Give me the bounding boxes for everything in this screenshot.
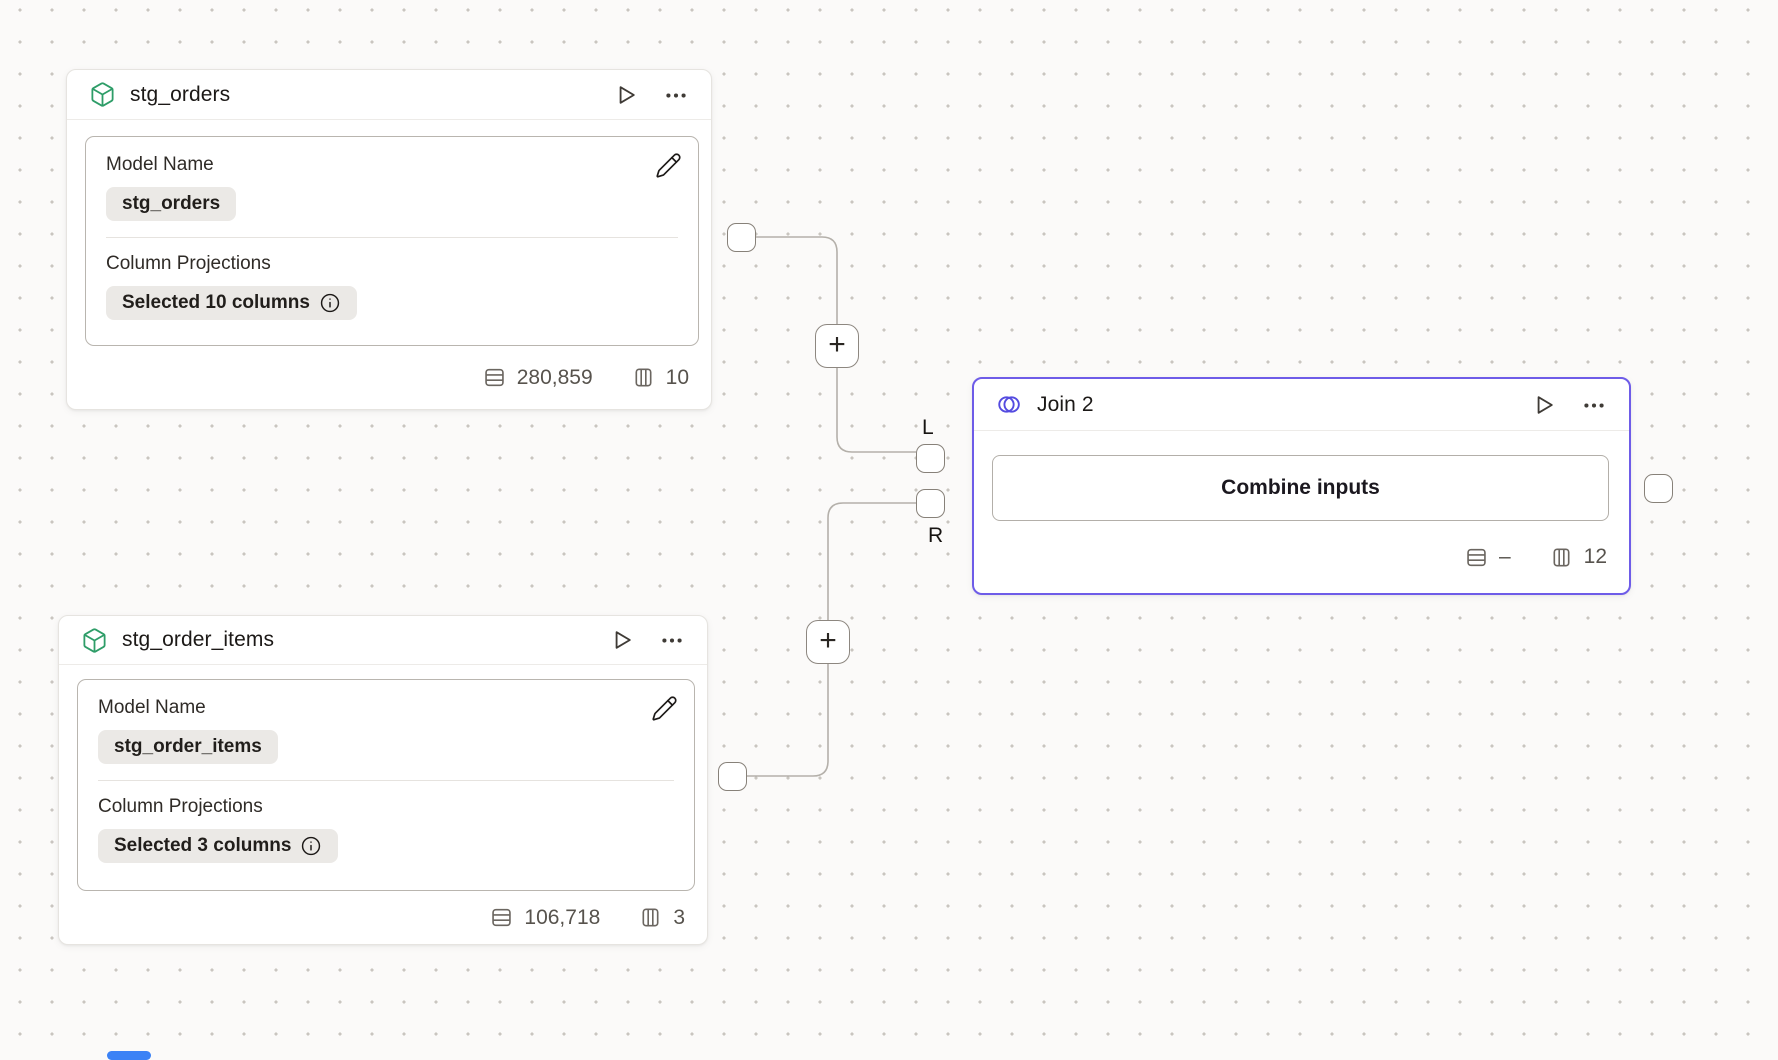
column-count-value: 3 [673,905,685,929]
output-port-stg-orders[interactable] [727,223,756,252]
row-count-icon [483,366,506,389]
column-count-icon [639,906,662,929]
model-name-value: stg_order_items [114,736,262,757]
model-cube-icon [81,627,108,654]
run-node-button[interactable] [1531,392,1557,418]
ellipsis-icon [662,638,667,643]
node-title: Join 2 [1037,392,1094,416]
node-menu-button[interactable] [663,82,689,108]
info-icon[interactable] [300,835,322,857]
node-config-card: Model Name stg_order_items Column Projec… [77,679,695,891]
node-header: stg_order_items [59,616,707,665]
join-output-port[interactable] [1644,474,1673,503]
node-stats-footer: 106,718 3 [59,891,707,944]
node-stats-footer: 280,859 10 [67,346,711,409]
node-stg-order-items[interactable]: stg_order_items Model Name stg_o [58,615,708,945]
row-count-icon [490,906,513,929]
column-projections-label: Column Projections [98,796,263,817]
edit-model-name-button[interactable] [651,695,678,725]
combine-inputs-button[interactable]: Combine inputs [992,455,1609,521]
output-port-stg-order-items[interactable] [718,762,747,791]
column-count-value: 12 [1583,545,1607,568]
column-projections-value: Selected 3 columns [114,835,292,856]
node-stats-footer: – 12 [974,521,1629,593]
ellipsis-icon [1584,402,1589,408]
add-node-on-edge-top-button[interactable]: + [815,324,859,368]
join-input-port-left[interactable] [916,444,945,473]
model-name-pill[interactable]: stg_order_items [98,730,278,764]
column-count-icon [1550,546,1573,569]
run-node-button[interactable] [609,627,635,653]
column-projections-pill[interactable]: Selected 10 columns [106,286,357,320]
info-icon[interactable] [319,292,341,314]
add-node-on-edge-bottom-button[interactable]: + [806,620,850,664]
ellipsis-icon [666,92,671,98]
play-icon [615,631,631,649]
model-cube-icon [89,81,116,108]
row-count-value: 106,718 [524,905,601,929]
model-name-label: Model Name [98,697,206,718]
model-name-pill[interactable]: stg_orders [106,187,237,221]
horizontal-scrollbar-thumb[interactable] [107,1051,151,1060]
row-count-value: 280,859 [516,365,593,389]
node-stg-orders[interactable]: stg_orders Model Name stg_orders [66,69,712,410]
row-count-value: – [1498,545,1511,568]
edit-model-name-button[interactable] [655,152,682,182]
join-right-port-label: R [928,524,944,547]
card-divider [106,237,678,238]
model-name-value: stg_orders [122,193,221,214]
node-header: Join 2 [974,379,1629,431]
column-count-icon [632,366,655,389]
join-venn-icon [996,391,1023,418]
pencil-icon [652,696,677,721]
card-divider [98,780,674,781]
column-count-value: 10 [665,365,689,389]
node-menu-button[interactable] [659,627,685,653]
node-menu-button[interactable] [1581,392,1607,418]
row-count-icon [1465,546,1488,569]
join-input-port-right[interactable] [916,489,945,518]
node-title: stg_order_items [122,628,275,651]
model-name-label: Model Name [106,154,214,175]
node-config-card: Model Name stg_orders Column Projections… [85,136,699,346]
node-title: stg_orders [130,82,231,106]
join-left-port-label: L [922,416,934,439]
node-header: stg_orders [67,70,711,120]
play-icon [1537,395,1553,414]
run-node-button[interactable] [613,82,639,108]
column-projections-label: Column Projections [106,253,271,274]
column-projections-pill[interactable]: Selected 3 columns [98,829,339,863]
pencil-icon [656,153,681,178]
column-projections-value: Selected 10 columns [122,292,310,313]
play-icon [619,85,635,104]
node-join-2[interactable]: Join 2 Combine inputs – [972,377,1631,595]
